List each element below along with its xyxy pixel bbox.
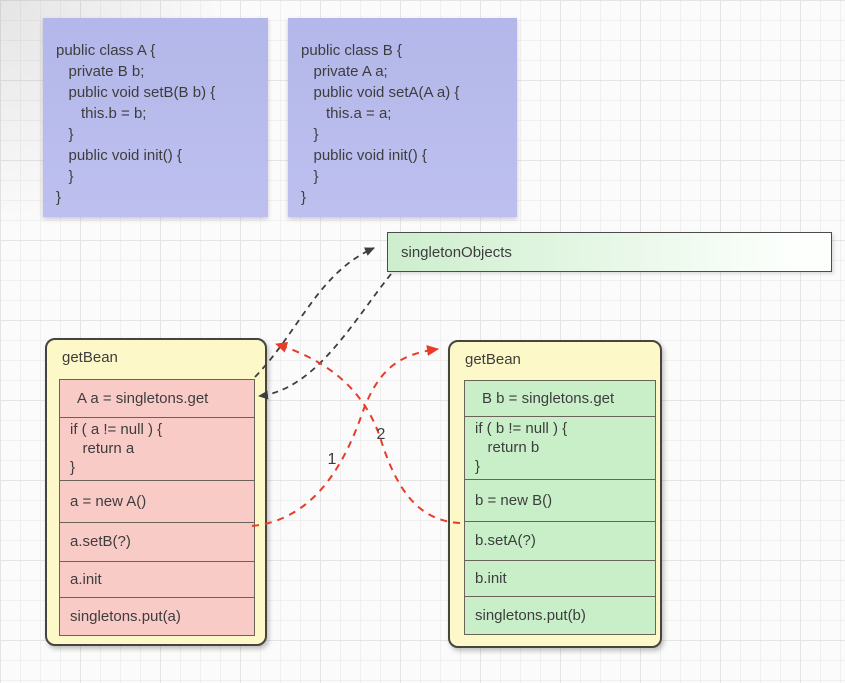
arrow-label-2: 2 bbox=[376, 426, 386, 443]
arrow-get-call-to-cache bbox=[254, 247, 375, 378]
flow-step: A a = singletons.get bbox=[60, 380, 254, 417]
flow-step: b.setA(?) bbox=[465, 520, 655, 560]
flow-step: b = new B() bbox=[465, 479, 655, 521]
arrow-2-seta-to-getbean-a bbox=[275, 342, 461, 524]
getbean-b-title: getBean bbox=[465, 351, 521, 368]
arrow-label-1: 1 bbox=[327, 451, 337, 468]
flow-step: if ( a != null ) { return a } bbox=[60, 416, 254, 481]
singleton-objects-label: singletonObjects bbox=[401, 243, 512, 261]
class-b-code-box: public class B { private A a; public voi… bbox=[288, 18, 517, 217]
flow-step: if ( b != null ) { return b } bbox=[465, 415, 655, 480]
getbean-a-steps: A a = singletons.get if ( a != null ) { … bbox=[59, 379, 255, 636]
flow-step: b.init bbox=[465, 559, 655, 597]
getbean-a-box: getBean A a = singletons.get if ( a != n… bbox=[45, 338, 267, 646]
flow-step: B b = singletons.get bbox=[465, 381, 655, 416]
flow-step: a = new A() bbox=[60, 480, 254, 522]
getbean-a-title: getBean bbox=[62, 349, 118, 366]
flow-step: a.init bbox=[60, 560, 254, 598]
arrow-1-setb-to-getbean-b bbox=[251, 345, 439, 527]
class-a-code-box: public class A { private B b; public voi… bbox=[43, 18, 268, 217]
flow-step: singletons.put(b) bbox=[465, 596, 655, 635]
flow-step: singletons.put(a) bbox=[60, 597, 254, 635]
flow-step: a.setB(?) bbox=[60, 521, 254, 561]
getbean-b-steps: B b = singletons.get if ( b != null ) { … bbox=[464, 380, 656, 635]
singleton-objects-box: singletonObjects bbox=[387, 232, 832, 272]
arrow-cache-return-to-get bbox=[258, 273, 392, 400]
getbean-b-box: getBean B b = singletons.get if ( b != n… bbox=[448, 340, 662, 648]
